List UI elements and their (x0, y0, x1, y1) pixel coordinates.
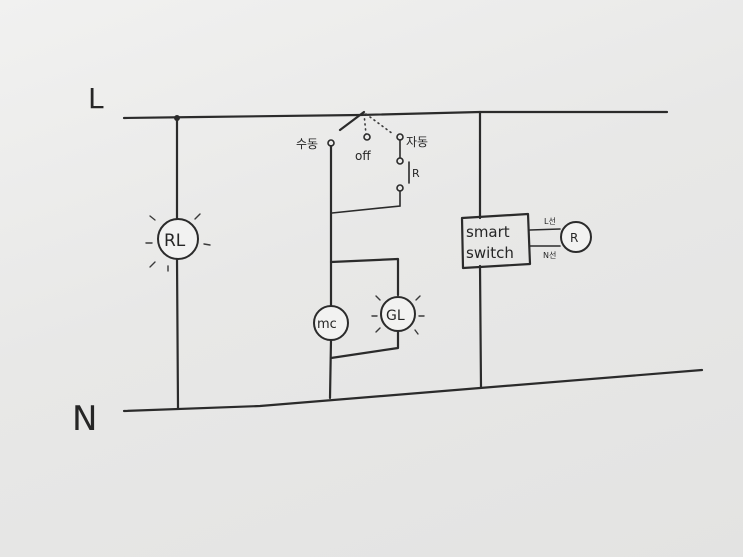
rl-branch-bottom-wire (175, 257, 180, 410)
smart-switch-label-1: smart (466, 223, 510, 241)
smart-switch-label-2: switch (466, 244, 514, 262)
terminal-top-label: L선 (544, 217, 556, 226)
label-line-rail: L (88, 82, 104, 115)
smart-switch-box (460, 212, 532, 270)
manual-label: 수동 (296, 137, 318, 151)
auto-label: 자동 (406, 135, 428, 149)
relay-contact-bottom (396, 184, 404, 192)
selector-dotted-auto (365, 113, 394, 135)
line-rail (122, 110, 669, 120)
mc-label: mc (317, 317, 337, 332)
relay-coil-r (560, 221, 592, 253)
run-lamp-label: RL (164, 231, 186, 251)
relay-coil-label: R (570, 231, 578, 245)
relay-contact-label: R (412, 167, 420, 180)
selector-switch-blade (338, 110, 366, 132)
selector-dotted-off (363, 113, 367, 135)
off-contact (363, 133, 371, 141)
gl-bottom-wire (329, 329, 400, 360)
gl-label: GL (386, 308, 405, 324)
relay-return-wire (331, 190, 401, 214)
smart-switch-bottom-wire (478, 264, 483, 389)
off-label: off (355, 149, 371, 163)
mc-bottom-wire (328, 338, 333, 400)
run-lamp-glow-rays (145, 213, 211, 272)
terminal-bottom-label: N선 (543, 251, 556, 260)
gl-top-wire (329, 257, 400, 297)
smart-output-top-wire (529, 228, 561, 231)
neutral-rail (122, 368, 704, 413)
label-neutral-rail: N (72, 399, 97, 439)
auto-contact (396, 133, 404, 141)
green-lamp-glow-rays (371, 295, 425, 335)
relay-contact-top (396, 157, 404, 165)
